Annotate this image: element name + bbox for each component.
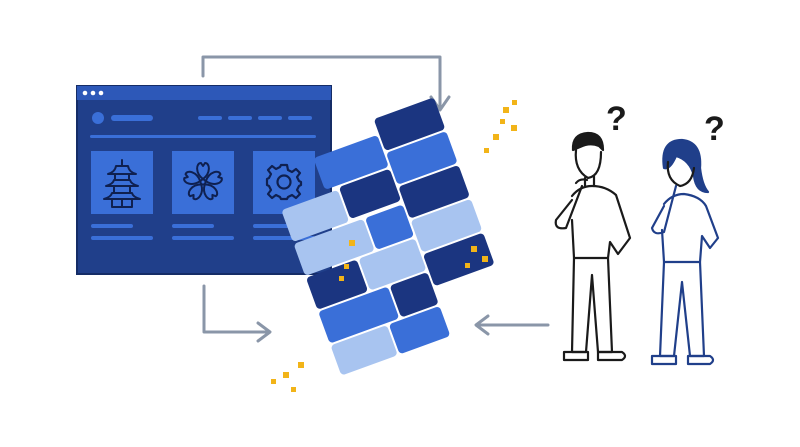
- brick: [366, 205, 414, 249]
- window-dot-3: [98, 90, 104, 96]
- sparkle: [493, 134, 499, 140]
- sparkle: [503, 107, 509, 113]
- sparkle: [298, 362, 304, 368]
- brick: [339, 169, 401, 218]
- sparkle: [484, 148, 489, 153]
- sparkle: [291, 387, 296, 392]
- window-dot-1: [82, 90, 88, 96]
- card-text-2b: [172, 236, 234, 240]
- woman-thinking: ?: [650, 110, 725, 366]
- header-bar-title: [111, 115, 153, 121]
- sparkle: [500, 119, 505, 124]
- question-mark-woman: ?: [704, 110, 725, 148]
- arrow-right-head: [474, 314, 490, 336]
- gear-icon: [265, 163, 303, 201]
- pagoda-icon: [103, 159, 141, 208]
- brick: [389, 306, 450, 354]
- man-thinking: ?: [554, 100, 632, 362]
- sparkle: [349, 240, 355, 246]
- sparkle: [339, 276, 344, 281]
- brick: [411, 199, 482, 252]
- brick: [387, 132, 457, 184]
- brick: [294, 219, 374, 275]
- flow-arrows: [201, 55, 550, 343]
- sparkle-pixels: [271, 100, 517, 392]
- arrow-bottom-left: [202, 284, 270, 334]
- sparkle: [465, 263, 470, 268]
- browser-window: [76, 85, 332, 275]
- brick: [319, 287, 399, 343]
- sparkle: [283, 372, 289, 378]
- sparkle: [471, 246, 477, 252]
- brick: [390, 273, 438, 317]
- brick: [306, 260, 368, 309]
- sakura-flower-icon: [183, 162, 223, 201]
- nav-line-1: [198, 116, 222, 120]
- sparkle: [271, 379, 276, 384]
- sparkle: [512, 100, 517, 105]
- arrow-bottom-left-head: [256, 321, 272, 343]
- brick: [314, 135, 388, 189]
- card-text-1b: [91, 236, 153, 240]
- brick: [359, 239, 426, 290]
- arrow-top: [201, 55, 442, 110]
- window-dot-2: [90, 90, 96, 96]
- brick: [282, 190, 349, 242]
- brick: [399, 166, 469, 218]
- sparkle: [344, 264, 349, 269]
- card-text-1a: [91, 224, 133, 228]
- nav-line-4: [288, 116, 312, 120]
- card-text-3a: [253, 224, 295, 228]
- sparkle: [511, 125, 517, 131]
- question-mark-man: ?: [606, 100, 627, 138]
- divider: [90, 135, 316, 138]
- card-sakura: [172, 151, 234, 214]
- brick-wall: [282, 98, 494, 375]
- browser-title-bar: [77, 86, 331, 100]
- card-text-2a: [172, 224, 214, 228]
- avatar: [92, 112, 104, 124]
- brick: [374, 98, 445, 150]
- nav-line-3: [258, 116, 282, 120]
- brick: [331, 326, 397, 375]
- sparkle: [482, 256, 488, 262]
- nav-line-2: [228, 116, 252, 120]
